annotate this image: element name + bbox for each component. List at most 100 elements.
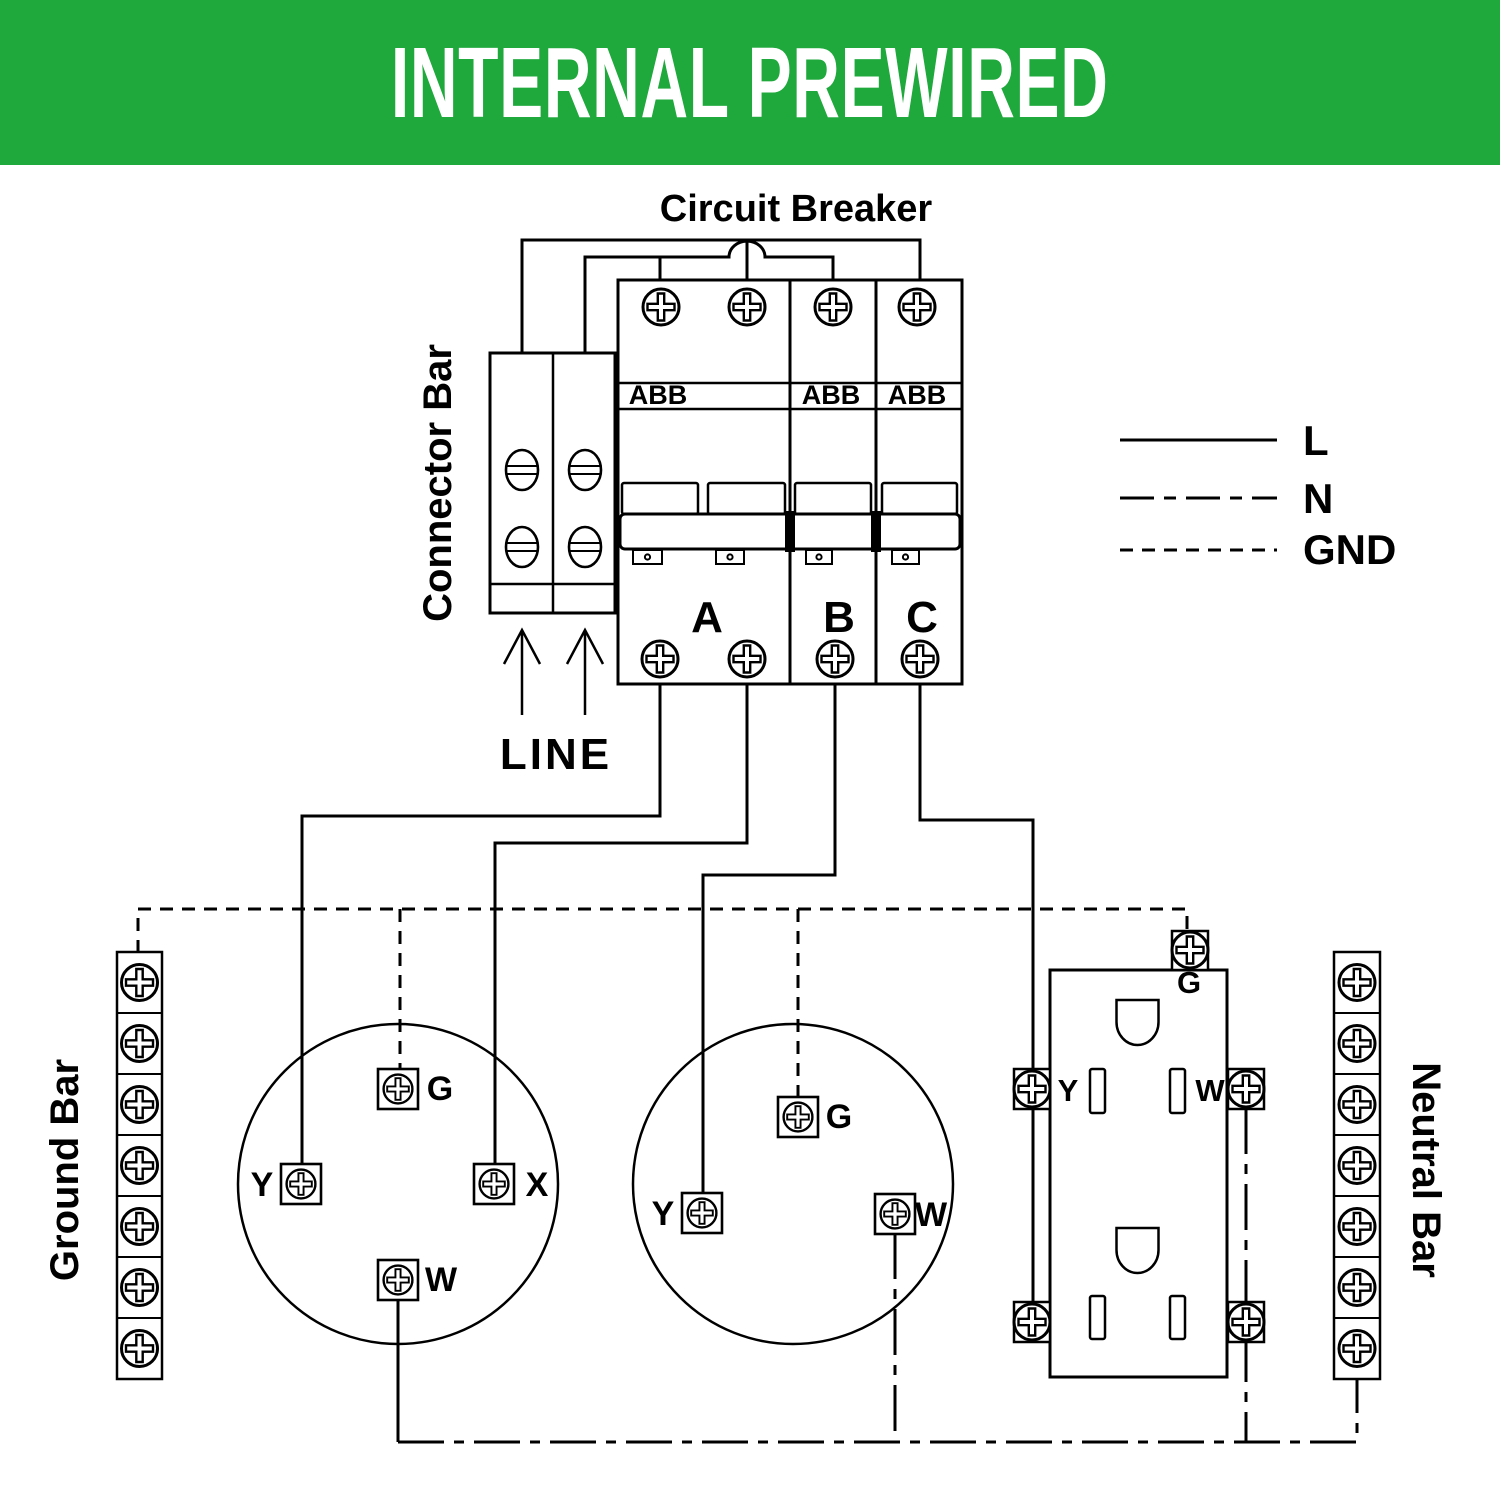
- ground-bar-cell-lines: [117, 1012, 162, 1319]
- pole-label-b: B: [823, 593, 855, 642]
- terminal-screw-icon: [875, 1194, 915, 1234]
- screw-icon: [1337, 1207, 1377, 1246]
- circuit-breaker: Circuit Breaker ABB ABB ABB A B: [616, 188, 964, 686]
- pole-label-c: C: [906, 593, 938, 642]
- screw-icon: [1226, 1302, 1266, 1342]
- flathead-screw-icon: [567, 448, 603, 492]
- screw-icon: [120, 1207, 160, 1246]
- plug3p-terminal-g: G: [826, 1098, 852, 1136]
- receptacle-terminal-w: W: [1195, 1073, 1225, 1108]
- terminal-screw-icon: [281, 1164, 321, 1204]
- wire-l-a-left-to-plug4p-y: [300, 684, 662, 1166]
- screw-icon: [1337, 1329, 1377, 1368]
- plug3p-outline: [631, 1022, 955, 1346]
- legend: L N GND: [1120, 417, 1396, 573]
- plug3p-terminal-y: Y: [652, 1195, 675, 1233]
- connector-bar: Connector Bar: [416, 344, 617, 622]
- up-arrow-icon: [502, 627, 542, 715]
- outlet-slot: [1088, 1294, 1107, 1341]
- screw-icon: [727, 639, 767, 679]
- screw-icon: [120, 963, 160, 1002]
- screw-icon: [897, 287, 937, 327]
- plug4p-terminal-g: G: [427, 1070, 453, 1108]
- screw-icon: [1337, 1024, 1377, 1063]
- twistlock-plug-3p: G Y W: [631, 1022, 955, 1346]
- twistlock-plug-4p: G Y X W: [236, 1022, 560, 1346]
- plug4p-terminal-x: X: [526, 1166, 549, 1204]
- line-input: LINE: [500, 627, 612, 779]
- screw-icon: [1170, 930, 1210, 970]
- ground-bar: Ground Bar: [43, 950, 164, 1381]
- up-arrow-icon: [565, 627, 605, 715]
- screw-icon: [640, 639, 680, 679]
- screw-icon: [1012, 1302, 1052, 1342]
- flathead-screw-icon: [504, 525, 540, 569]
- brand-label: ABB: [629, 380, 688, 410]
- screw-icon: [120, 1085, 160, 1124]
- flathead-screw-icon: [567, 525, 603, 569]
- receptacle-body: [1048, 968, 1229, 1379]
- handle-tie-divider: [871, 511, 881, 552]
- connector-bar-label: Connector Bar: [416, 344, 460, 622]
- breaker-toggle: [620, 481, 700, 516]
- neutral-bar-label: Neutral Bar: [1404, 1062, 1448, 1278]
- screw-icon: [1226, 1069, 1266, 1109]
- screw-icon: [815, 639, 855, 679]
- screw-icon: [813, 287, 853, 327]
- screw-icon: [120, 1146, 160, 1185]
- screw-icon: [641, 287, 681, 327]
- breaker-toggle: [793, 481, 873, 516]
- title-banner: INTERNAL PREWIRED: [0, 0, 1500, 165]
- terminal-screw-icon: [378, 1260, 418, 1300]
- terminal-screw-icon: [778, 1097, 818, 1137]
- plug3p-terminal-w: W: [915, 1196, 948, 1234]
- terminal-screw-icon: [378, 1069, 418, 1109]
- screw-icon: [1337, 1146, 1377, 1185]
- ground-hole: [1115, 998, 1160, 1047]
- screw-icon: [1337, 1268, 1377, 1307]
- brand-label: ABB: [802, 380, 861, 410]
- wire-l-a-right-to-plug4p-x: [493, 684, 749, 1166]
- handle-tie-divider: [785, 511, 795, 552]
- plug4p-outline: [236, 1022, 560, 1346]
- terminal-screw-icon: [474, 1164, 514, 1204]
- ground-hole: [1115, 1226, 1160, 1275]
- pole-label-a: A: [691, 593, 723, 642]
- screw-icon: [120, 1268, 160, 1307]
- outlet-slot: [1168, 1294, 1187, 1341]
- terminal-screw-icon: [682, 1193, 722, 1233]
- neutral-bar-cell-lines: [1334, 1012, 1380, 1319]
- screw-icon: [120, 1024, 160, 1063]
- brand-label: ABB: [888, 380, 947, 410]
- plug4p-terminal-w: W: [425, 1261, 458, 1299]
- wire-line-level1: [520, 238, 922, 353]
- ground-bar-label: Ground Bar: [43, 1059, 87, 1281]
- wire-l-b-to-plug3p-y: [701, 684, 837, 1194]
- duplex-receptacle: G Y W: [1012, 929, 1266, 1379]
- line-label: LINE: [500, 730, 612, 779]
- circuit-breaker-title: Circuit Breaker: [660, 188, 933, 230]
- screw-icon: [1337, 1085, 1377, 1124]
- breaker-toggle: [706, 481, 787, 516]
- neutral-bar: Neutral Bar: [1332, 950, 1448, 1381]
- receptacle-terminal-g: G: [1177, 965, 1201, 1000]
- flathead-screw-icon: [504, 448, 540, 492]
- outlet-slot: [1088, 1067, 1107, 1115]
- legend-label-gnd: GND: [1303, 526, 1396, 573]
- wire-line-level2: [583, 239, 835, 353]
- latch-windows: [632, 549, 920, 565]
- plug4p-terminal-y: Y: [251, 1166, 274, 1204]
- wire-gnd-main: [136, 907, 1189, 953]
- legend-label-n: N: [1303, 475, 1333, 522]
- wire-n-main: [398, 1378, 1359, 1444]
- outlet-slot: [1168, 1067, 1187, 1115]
- legend-label-l: L: [1303, 417, 1329, 464]
- screw-icon: [120, 1329, 160, 1368]
- breaker-toggle: [880, 481, 959, 516]
- page-title: INTERNAL PREWIRED: [391, 26, 1109, 139]
- screw-icon: [727, 287, 767, 327]
- receptacle-terminal-y: Y: [1058, 1073, 1079, 1108]
- screw-icon: [1012, 1069, 1052, 1109]
